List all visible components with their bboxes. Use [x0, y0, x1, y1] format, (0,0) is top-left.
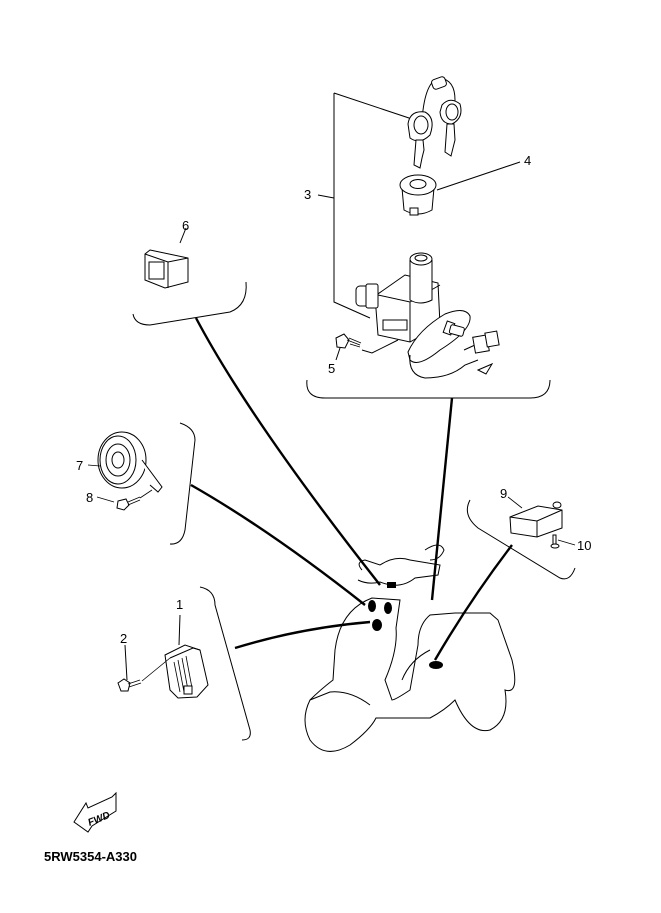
group-bracket-1 — [199, 586, 251, 741]
callout-8: 8 — [86, 490, 93, 505]
relay-location-marker — [368, 600, 376, 612]
lead-wire-7 — [190, 483, 366, 606]
cdi-location-marker — [429, 661, 443, 669]
keys-illustration — [407, 76, 462, 169]
lead-wire-1 — [234, 620, 371, 650]
callout-7: 7 — [76, 458, 83, 473]
callout-3: 3 — [304, 187, 311, 202]
bracket-line-keys — [333, 92, 413, 120]
main-switch-illustration — [335, 252, 500, 379]
group-bracket-7 — [169, 422, 196, 545]
lead-wire-9 — [433, 544, 513, 661]
switch-location-marker — [387, 582, 396, 588]
leader-3 — [317, 194, 335, 199]
lead-wire-3 — [430, 397, 454, 601]
group-bracket-3 — [306, 379, 551, 399]
lead-wire-6 — [194, 317, 381, 586]
callout-10: 10 — [577, 538, 591, 553]
main-switch-group — [306, 76, 551, 601]
forward-direction-arrow: FWD — [73, 791, 117, 833]
group-bracket-9 — [466, 499, 576, 580]
rectifier-group — [117, 586, 371, 741]
callout-5: 5 — [328, 361, 335, 376]
group-bracket-6 — [132, 281, 247, 326]
callout-2: 2 — [120, 631, 127, 646]
callout-6: 6 — [182, 218, 189, 233]
horn-group — [87, 422, 366, 606]
rectifier-location-marker — [372, 619, 382, 631]
relay-group — [132, 227, 381, 586]
callout-1: 1 — [176, 597, 183, 612]
callout-9: 9 — [500, 486, 507, 501]
scooter-outline — [304, 544, 516, 752]
diagram-code: 5RW5354-A330 — [44, 849, 137, 864]
callout-4: 4 — [524, 153, 531, 168]
horn-location-marker — [384, 602, 392, 614]
key-cylinder-cap-illustration — [399, 161, 521, 216]
bracket-line-3 — [333, 93, 371, 319]
cdi-group — [433, 496, 576, 661]
